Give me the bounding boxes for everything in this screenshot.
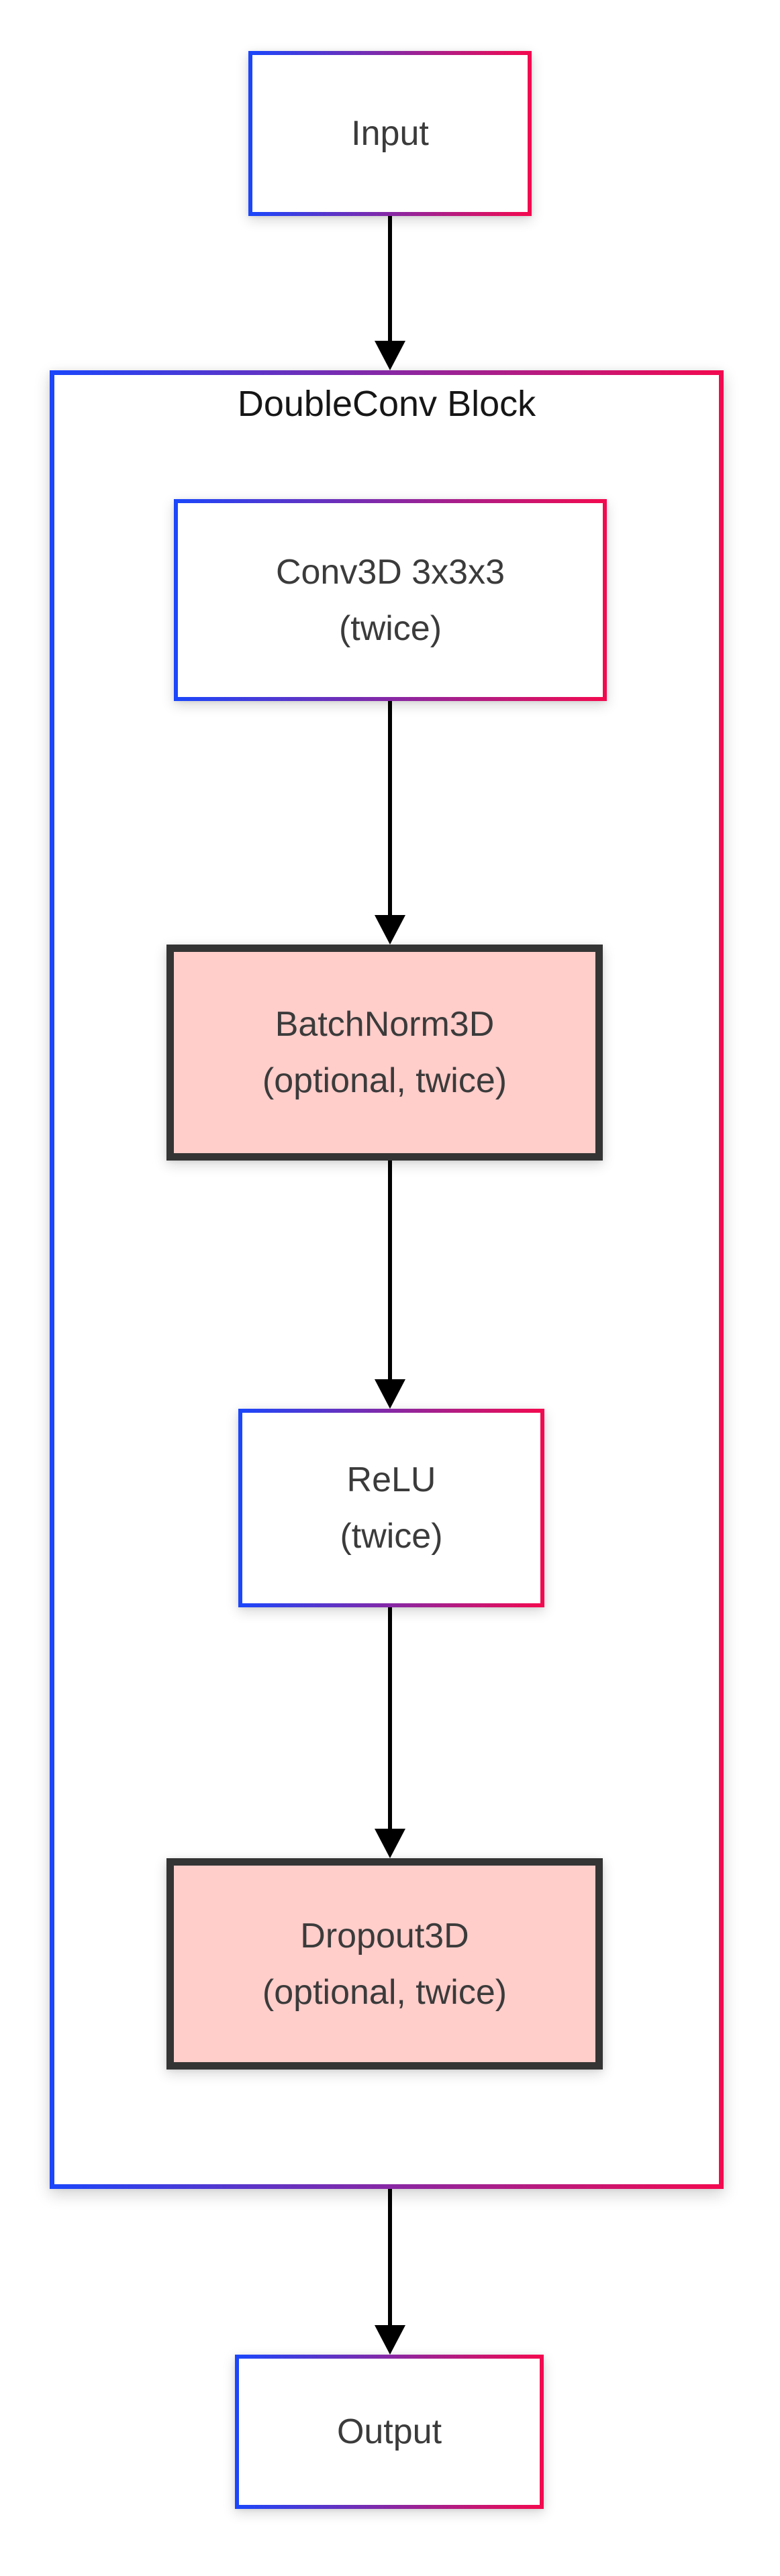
node-batchnorm3d-label-line1: BatchNorm3D [275, 1005, 495, 1044]
node-relu: ReLU (twice) [238, 1409, 544, 1607]
node-conv3d-label-line2: (twice) [338, 608, 442, 648]
arrow-input-to-doubleconv [375, 216, 405, 370]
arrow-shaft [388, 216, 392, 343]
node-dropout3d-label-line2: (optional, twice) [262, 1972, 507, 2012]
container-doubleconv-title: DoubleConv Block [237, 384, 536, 424]
node-input: Input [248, 51, 532, 216]
node-conv3d: Conv3D 3x3x3 (twice) [174, 499, 607, 701]
node-output-label: Output [336, 2412, 442, 2451]
node-dropout3d: Dropout3D (optional, twice) [166, 1858, 603, 2070]
node-output: Output [235, 2355, 544, 2509]
arrow-shaft [388, 701, 392, 918]
arrowhead-icon [375, 341, 405, 370]
arrow-shaft [388, 2189, 392, 2328]
arrow-batchnorm-to-relu [375, 1161, 405, 1409]
node-relu-label-line1: ReLU [346, 1460, 436, 1499]
arrow-shaft [388, 1607, 392, 1831]
node-batchnorm3d: BatchNorm3D (optional, twice) [166, 945, 603, 1161]
arrow-shaft [388, 1161, 392, 1382]
arrowhead-icon [375, 1829, 405, 1858]
node-dropout3d-label-line1: Dropout3D [300, 1916, 469, 1955]
arrow-doubleconv-to-output [375, 2189, 405, 2355]
node-batchnorm3d-label-line2: (optional, twice) [262, 1061, 507, 1100]
arrowhead-icon [375, 915, 405, 945]
node-conv3d-label-line1: Conv3D 3x3x3 [275, 552, 505, 592]
node-input-label: Input [351, 114, 429, 153]
arrowhead-icon [375, 2325, 405, 2355]
arrowhead-icon [375, 1379, 405, 1409]
arrow-relu-to-dropout [375, 1607, 405, 1858]
node-relu-label-line2: (twice) [340, 1517, 443, 1556]
arrow-conv3d-to-batchnorm [375, 701, 405, 945]
